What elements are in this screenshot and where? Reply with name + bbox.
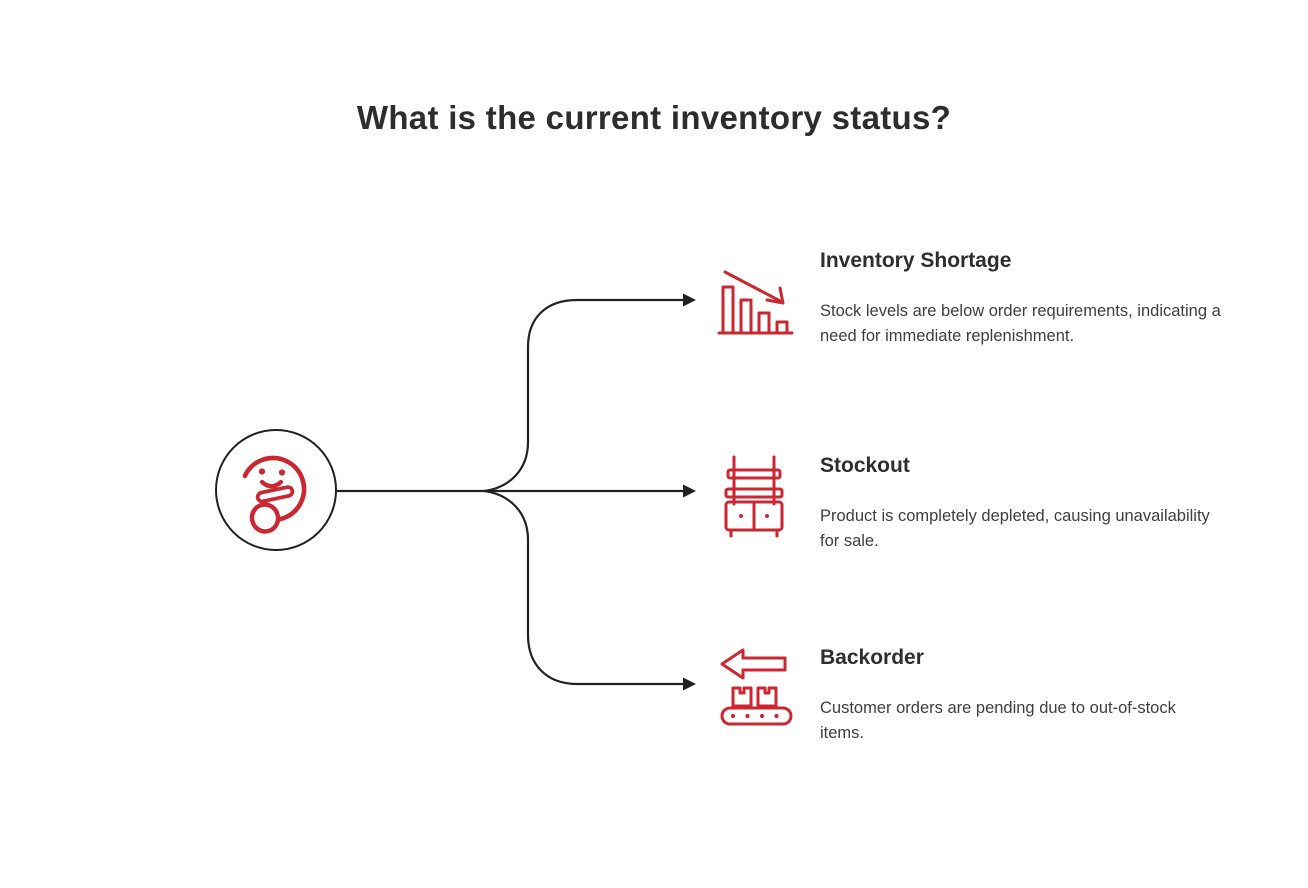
branch-heading: Inventory Shortage xyxy=(820,249,1012,272)
branch-row-backorder: Backorder Customer orders are pending du… xyxy=(714,646,1274,745)
arrowhead-middle xyxy=(683,484,696,498)
center-node xyxy=(215,429,337,551)
thinking-face-icon xyxy=(242,455,307,534)
arrowhead-top xyxy=(683,293,696,307)
connector-bottom xyxy=(483,489,684,686)
branch-row-stockout: Stockout Product is completely depleted,… xyxy=(714,454,1274,553)
connector-top xyxy=(483,298,684,493)
branch-heading: Stockout xyxy=(820,454,910,477)
branch-description: Customer orders are pending due to out-o… xyxy=(820,699,1176,742)
branch-description: Product is completely depleted, causing … xyxy=(820,507,1210,550)
branch-description: Stock levels are below order requirement… xyxy=(820,302,1221,345)
storage-cabinet-icon xyxy=(724,455,784,538)
arrowhead-bottom xyxy=(683,677,696,691)
declining-bar-chart-icon xyxy=(717,270,794,335)
branch-row-inventory-shortage: Inventory Shortage Stock levels are belo… xyxy=(714,249,1274,348)
branch-heading: Backorder xyxy=(820,646,924,669)
page-title: What is the current inventory status? xyxy=(356,99,952,136)
conveyor-return-icon xyxy=(720,648,793,726)
